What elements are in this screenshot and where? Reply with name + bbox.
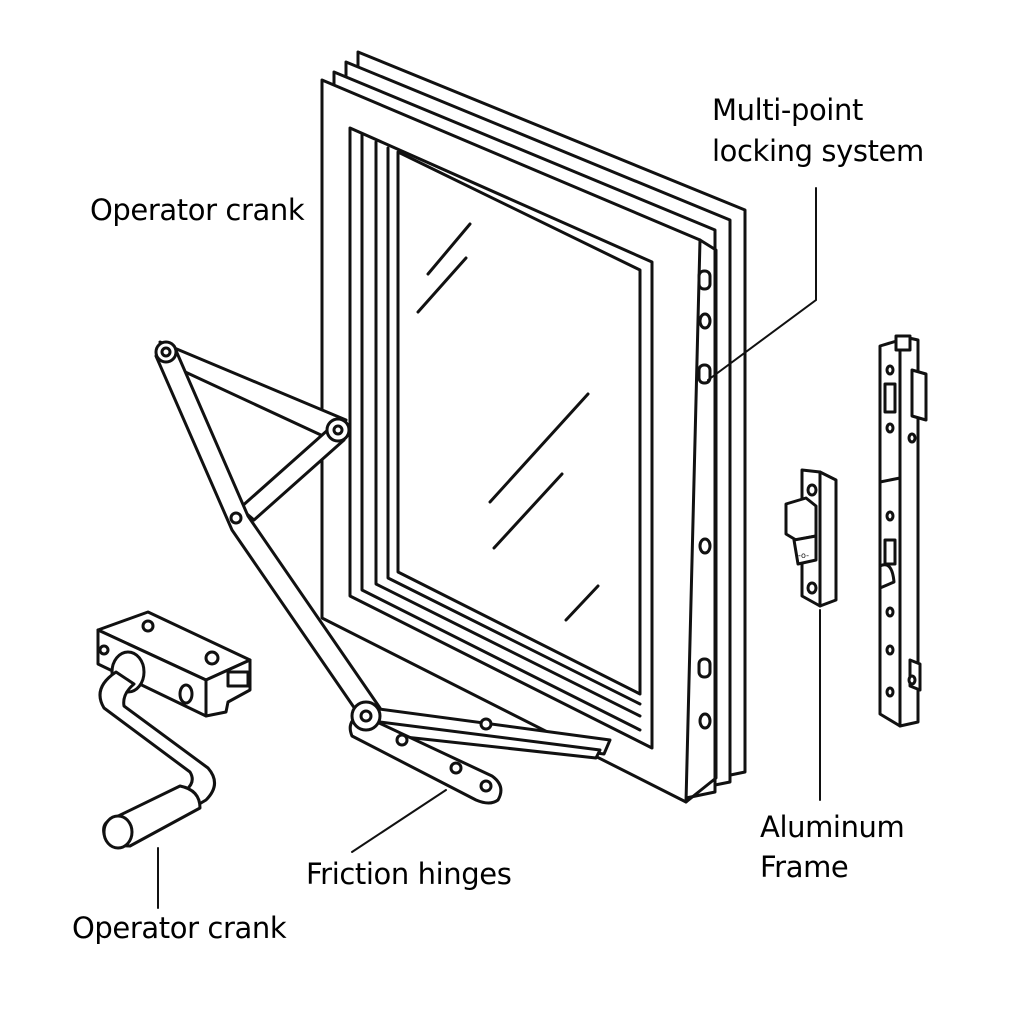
leader-locking-system <box>707 187 817 381</box>
label-locking-system-line1: Multi-point <box>712 93 863 127</box>
label-operator-crank-top: Operator crank <box>90 193 305 227</box>
label-aluminum-frame-line1: Aluminum <box>760 810 905 844</box>
lock-bar-hole <box>885 364 895 376</box>
strike-plate-side <box>818 470 838 608</box>
crank-handle-assembly <box>96 610 252 850</box>
lock-bar-hole <box>885 510 895 522</box>
frame-reveal-2 <box>374 140 642 718</box>
hinge-plate-hole <box>449 761 463 775</box>
lock-bar <box>878 334 928 728</box>
lock-bar-hole <box>907 432 917 444</box>
label-aluminum-frame-line2: Frame <box>760 850 849 884</box>
operator-arm-linkage <box>154 340 382 732</box>
lock-bar-hole <box>885 422 895 434</box>
lock-bar-front-rail <box>878 338 902 728</box>
arm-pivot <box>160 346 172 358</box>
crank-knob-end <box>102 814 134 850</box>
window-frame <box>320 50 747 804</box>
strike-latch <box>784 496 818 542</box>
hinge-plate-hole <box>479 779 493 793</box>
glass-reflection <box>416 256 468 314</box>
glass-reflection <box>426 222 472 276</box>
arm-pivot <box>359 709 373 723</box>
strike-plate-hole <box>806 483 818 497</box>
arm-pivot <box>229 511 243 525</box>
glass-reflection <box>492 472 564 550</box>
label-friction-hinges: Friction hinges <box>306 857 512 891</box>
crank-housing-screw <box>204 650 220 666</box>
lock-bar-hole <box>885 686 895 698</box>
arm-pivot <box>332 424 344 436</box>
strike-marking: -o- <box>798 551 809 560</box>
crank-housing-screw <box>178 683 194 705</box>
strike-latch-tongue <box>792 534 818 566</box>
lock-bar-slot <box>883 538 897 566</box>
lock-bar-edge <box>878 476 902 484</box>
glass-reflection <box>488 392 590 504</box>
frame-front-side <box>684 238 718 804</box>
frame-reveal-1 <box>360 132 642 732</box>
frame-reveal-3 <box>386 146 642 706</box>
label-operator-crank-bottom: Operator crank <box>72 911 287 945</box>
hinge-arm-hole <box>479 717 493 731</box>
lock-bar-hole <box>885 606 895 618</box>
lock-bar-tab <box>910 368 928 422</box>
lock-bar-slot <box>883 382 897 414</box>
lock-bar-cap <box>894 334 912 352</box>
lock-bar-hole <box>907 674 917 686</box>
lock-bar-hole <box>885 644 895 656</box>
friction-hinges <box>348 706 612 805</box>
lock-bar-hook <box>878 563 896 590</box>
glass-pane <box>396 150 642 696</box>
crank-housing-screw <box>141 619 155 633</box>
hinge-plate-hole <box>395 733 409 747</box>
leader-friction-hinges <box>351 789 447 853</box>
glass-reflection <box>564 584 600 622</box>
frame-side-holes <box>697 269 712 730</box>
crank-housing-slot <box>226 670 250 688</box>
label-locking-system-line2: locking system <box>712 134 924 168</box>
hinge-base-plate <box>348 712 503 805</box>
strike-plate: -o- <box>784 468 838 608</box>
strike-plate-hole <box>806 581 818 595</box>
leader-lines <box>157 187 821 909</box>
crank-housing-screw <box>98 644 110 656</box>
